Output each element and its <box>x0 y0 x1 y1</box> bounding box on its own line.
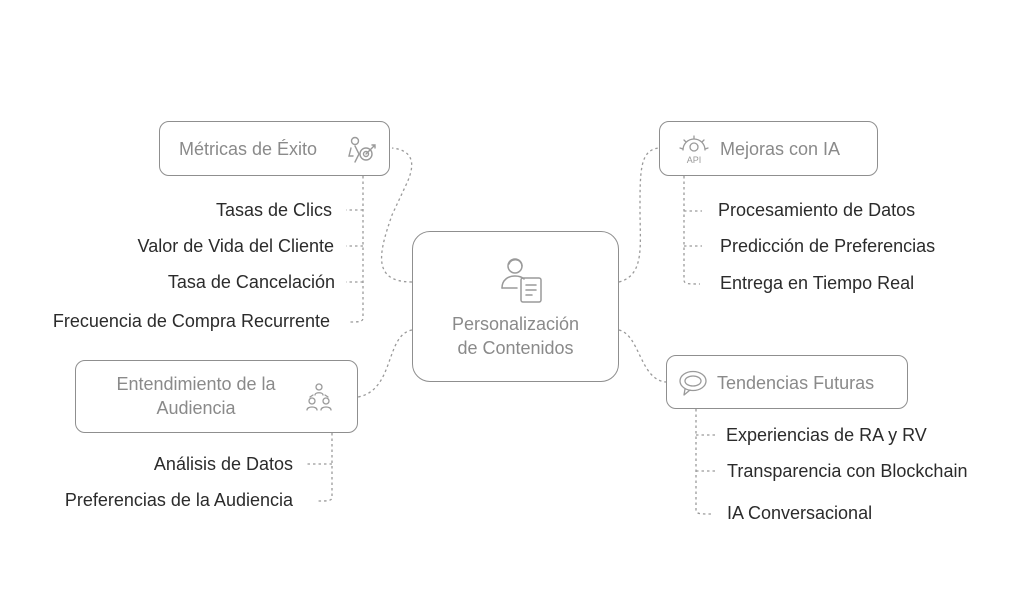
leaf-prediccion-preferencias: Predicción de Preferencias <box>720 236 936 256</box>
category-title: Mejoras con IA <box>720 139 841 159</box>
leaf-ia-conversacional: IA Conversacional <box>727 503 873 523</box>
leaf-valor-de-vida: Valor de Vida del Cliente <box>137 236 334 256</box>
speech-bubble-icon <box>679 370 707 396</box>
leaf-tasas-de-clics: Tasas de Clics <box>215 200 332 220</box>
connector-audiencia-leaves <box>317 433 333 502</box>
connector-tendencias-leaves <box>695 409 713 515</box>
leaf-procesamiento-de-datos: Procesamiento de Datos <box>718 200 916 220</box>
person-target-icon <box>348 136 376 163</box>
leaf-tasa-de-cancelacion: Tasa de Cancelación <box>167 272 335 292</box>
category-title: Métricas de Éxito <box>179 139 318 159</box>
category-mejoras-con-ia: API Mejoras con IA <box>659 121 878 176</box>
center-node: Personalización de Contenidos <box>412 231 619 382</box>
connector-mejoras-leaves <box>683 176 701 285</box>
category-title: Entendimiento de la Audiencia <box>116 374 276 418</box>
center-title: Personalización de Contenidos <box>451 314 580 358</box>
category-metricas-de-exito: Métricas de Éxito <box>159 121 390 176</box>
audience-group-icon <box>306 383 332 411</box>
category-entendimiento-audiencia: Entendimiento de la Audiencia <box>75 360 358 433</box>
category-title: Tendencias Futuras <box>717 373 875 393</box>
api-gear-icon: API <box>679 135 709 165</box>
connector-audiencia <box>357 329 413 398</box>
svg-text:API: API <box>687 155 702 165</box>
leaf-frecuencia-de-compra: Frecuencia de Compra Recurrente <box>52 311 330 331</box>
leaf-analisis-de-datos: Análisis de Datos <box>153 454 293 474</box>
leaf-experiencias-ra-rv: Experiencias de RA y RV <box>726 425 927 445</box>
connector-mejoras <box>618 147 660 283</box>
person-document-icon <box>501 258 542 303</box>
leaf-transparencia-blockchain: Transparencia con Blockchain <box>727 461 968 481</box>
connector-tendencias <box>618 329 667 383</box>
connector-metricas-leaves <box>349 176 364 323</box>
connector-metricas <box>380 147 413 283</box>
category-tendencias-futuras: Tendencias Futuras <box>666 355 908 409</box>
leaf-entrega-tiempo-real: Entrega en Tiempo Real <box>720 273 915 293</box>
leaf-preferencias-audiencia: Preferencias de la Audiencia <box>64 490 293 510</box>
